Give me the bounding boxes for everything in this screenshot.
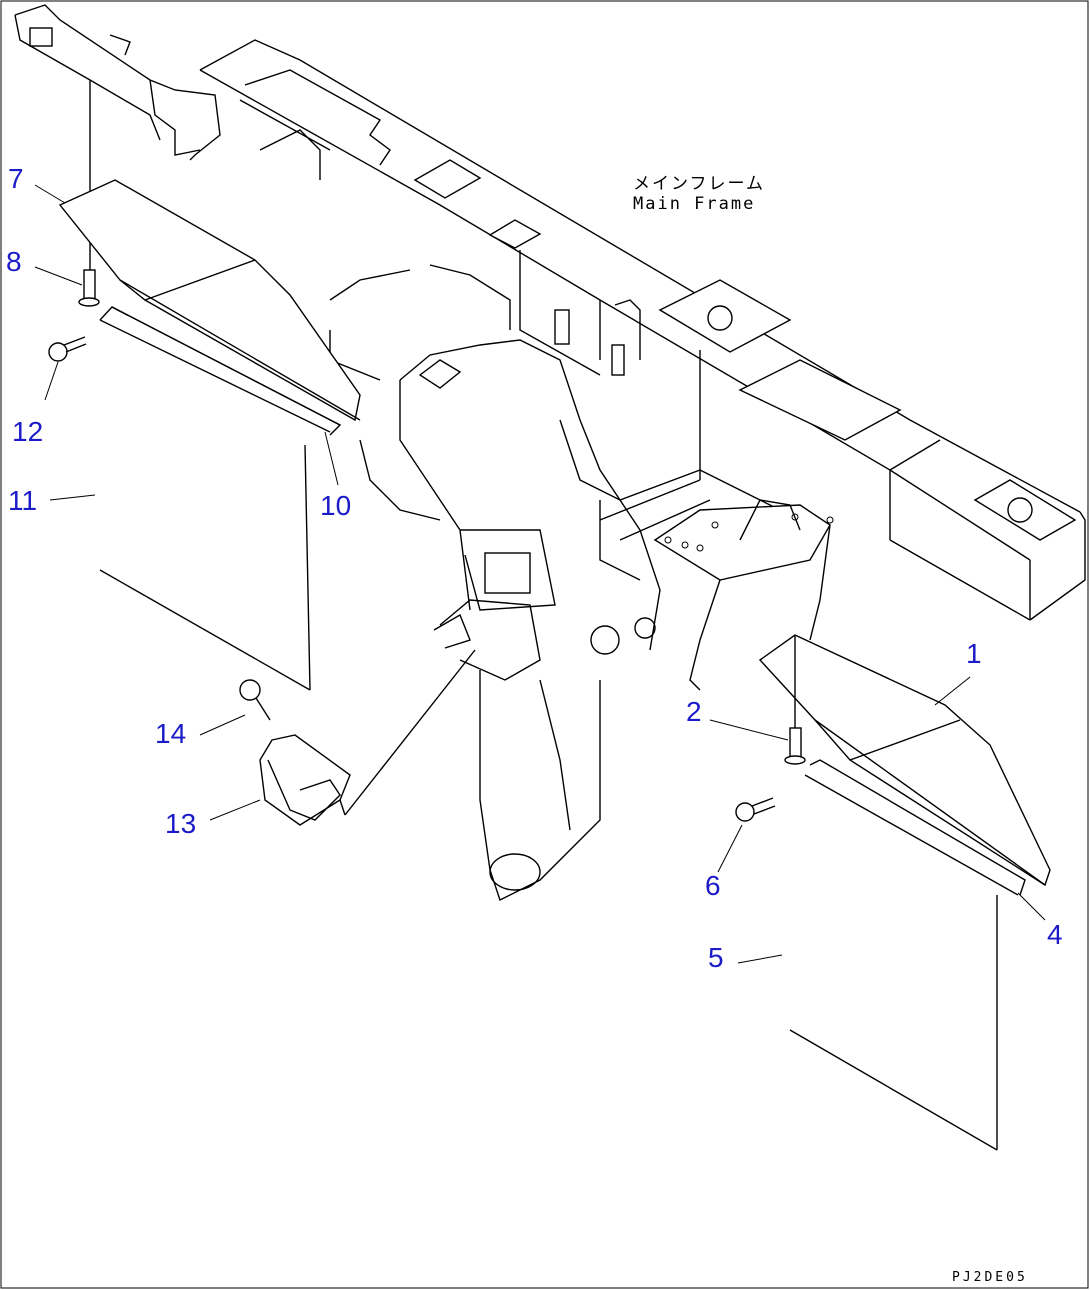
callout-4: 4 — [1047, 919, 1063, 950]
callout-7: 7 — [8, 163, 24, 194]
leader-lines — [34, 184, 1046, 964]
main-frame-label-jp: メインフレーム — [633, 174, 765, 194]
callout-14: 14 — [155, 718, 187, 749]
bolt-12 — [48, 336, 87, 362]
callout-10: 10 — [320, 490, 352, 521]
step-assembly — [239, 613, 476, 826]
callout-11: 11 — [8, 485, 38, 516]
bolt-6 — [735, 797, 776, 822]
main-frame — [199, 39, 1086, 621]
right-housing — [653, 499, 834, 691]
bolt-2 — [784, 727, 806, 765]
callout-6: 6 — [705, 870, 721, 901]
callout-5: 5 — [708, 942, 724, 973]
right-mudguard — [735, 634, 1051, 1151]
callout-2: 2 — [686, 696, 702, 727]
callout-13: 13 — [165, 808, 197, 839]
bolt-8 — [78, 269, 100, 307]
callout-1: 1 — [966, 638, 982, 669]
callout-8: 8 — [6, 246, 22, 277]
drawing-code: PJ2DE05 — [952, 1270, 1028, 1285]
callout-12: 12 — [12, 416, 44, 447]
main-frame-label-en: Main Frame — [633, 193, 756, 214]
center-arm — [329, 269, 801, 901]
main-frame-label: メインフレーム Main Frame — [633, 174, 765, 214]
left-mudguard — [48, 179, 361, 691]
